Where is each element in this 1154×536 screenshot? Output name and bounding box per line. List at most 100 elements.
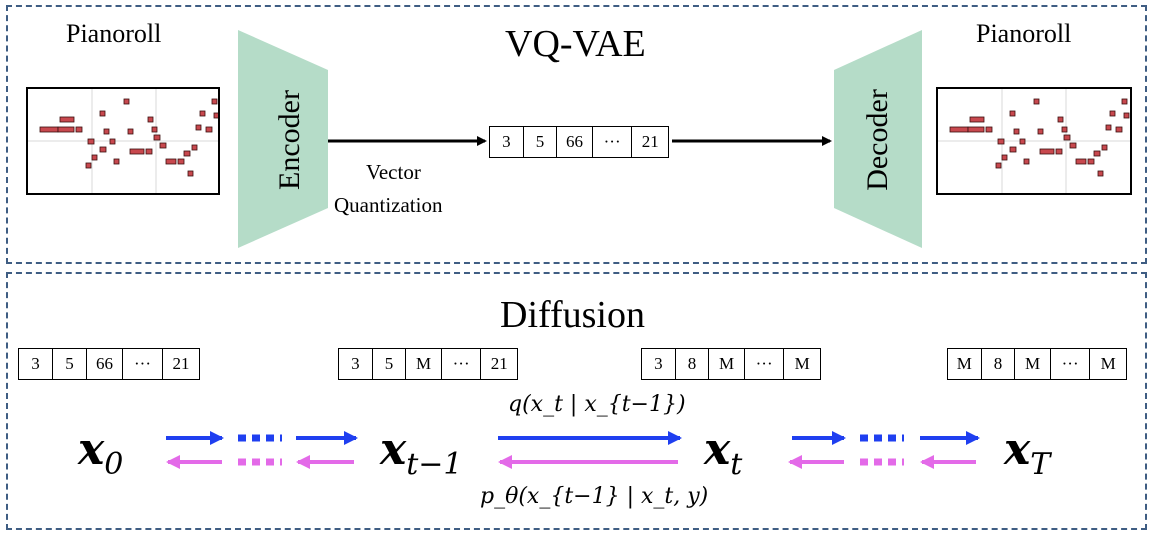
encoder-block [238,30,328,248]
pianoroll-note [75,126,83,133]
pianoroll-note [211,98,218,105]
pianoroll-note [969,116,985,123]
state-xt-minus-1: xt−1 [380,424,463,482]
pianoroll-note [153,134,161,141]
xt-minus-1-token: 5 [373,349,407,379]
xt-token: 3 [642,349,676,379]
pianoroll-note [1069,142,1077,149]
pianoroll-note [91,154,98,161]
forward-process-formula: q(x_t | x_{t−1}) [508,392,686,417]
pianoroll-note [1087,158,1095,165]
pianoroll-note [1093,150,1101,157]
pianoroll-note [1009,110,1016,117]
xt-token: ··· [745,349,785,379]
xt-token: 8 [676,349,710,379]
pianoroll-note [1023,158,1030,165]
state-x0: x0 [78,424,124,482]
pianoroll-note [985,126,993,133]
latent-token: 3 [490,127,524,157]
diffusion-title: Diffusion [500,294,645,336]
pianoroll-note [967,126,985,133]
xt-token: M [709,349,745,379]
xT-token: M [948,349,982,379]
reverse-process-formula: p_θ(x_{t−1} | x_t, y) [480,484,709,509]
latent-token: 21 [641,132,659,151]
pianoroll-note [213,112,218,119]
state-xT: xT [1004,424,1051,482]
pianoroll-note [57,126,75,133]
output-pianoroll-label: Pianoroll [976,19,1072,48]
latent-token: 66 [557,127,593,157]
pianoroll-note [165,158,177,165]
pianoroll-note [1097,170,1104,177]
latent-token: ··· [593,127,633,157]
xT-token: 8 [982,349,1016,379]
pianoroll-note [99,146,107,153]
pianoroll-note [195,124,202,131]
pianoroll-note [145,148,153,155]
x0-token: 3 [19,349,53,379]
pianoroll-note [151,126,158,133]
x0-token: 5 [53,349,87,379]
pianoroll-note [1037,128,1044,135]
pianoroll-note [1061,126,1068,133]
pianoroll-note [129,148,145,155]
input-pianoroll-label: Pianoroll [66,19,162,48]
diffusion-panel [6,272,1147,530]
xT-token: M [1100,354,1116,373]
pianoroll-note [183,150,191,157]
xt-token: M [794,354,810,373]
pianoroll-note [1009,146,1017,153]
state-xt: xt [704,424,743,482]
vq-label-line1: Vector [366,160,421,184]
encoder-label: Encoder [273,90,306,190]
pianoroll-note [1055,148,1063,155]
pianoroll-note [205,126,213,133]
pianoroll-note [191,144,198,151]
pianoroll-note [109,138,116,145]
pianoroll-note [159,142,167,149]
vqvae-title: VQ-VAE [505,23,646,65]
xt-minus-1-token: M [406,349,442,379]
pianoroll-note [1109,110,1116,117]
output-pianoroll [936,87,1132,195]
xt-minus-1-token: ··· [442,349,482,379]
pianoroll-note [1033,98,1040,105]
pianoroll-note [995,162,1002,169]
pianoroll-note [1039,148,1055,155]
pianoroll-note [1121,98,1128,105]
vqvae-panel [6,5,1147,264]
pianoroll-note [1013,128,1020,135]
pianoroll-note [87,138,95,145]
vq-label-line2: Quantization [334,193,443,217]
pianoroll-note [1001,154,1008,161]
pianoroll-note [1115,126,1123,133]
pianoroll-note [1075,158,1087,165]
xT-token: M [1015,349,1051,379]
xt-minus-1-token: 3 [339,349,373,379]
pianoroll-note [127,128,134,135]
input-pianoroll [26,87,220,195]
xt-minus-1-token: 21 [490,354,508,373]
pianoroll-note [103,128,110,135]
pianoroll-note [147,116,154,123]
decoder-block [834,30,922,248]
pianoroll-note [85,162,92,169]
pianoroll-note [187,170,194,177]
decoder-label: Decoder [861,89,894,191]
pianoroll-note [1019,138,1026,145]
x0-token: 21 [172,354,190,373]
pianoroll-note [123,98,130,105]
pianoroll-note [997,138,1005,145]
pianoroll-note [1063,134,1071,141]
pianoroll-note [113,158,120,165]
latent-token: 5 [524,127,558,157]
xT-token: ··· [1051,349,1091,379]
pianoroll-note [1057,116,1064,123]
